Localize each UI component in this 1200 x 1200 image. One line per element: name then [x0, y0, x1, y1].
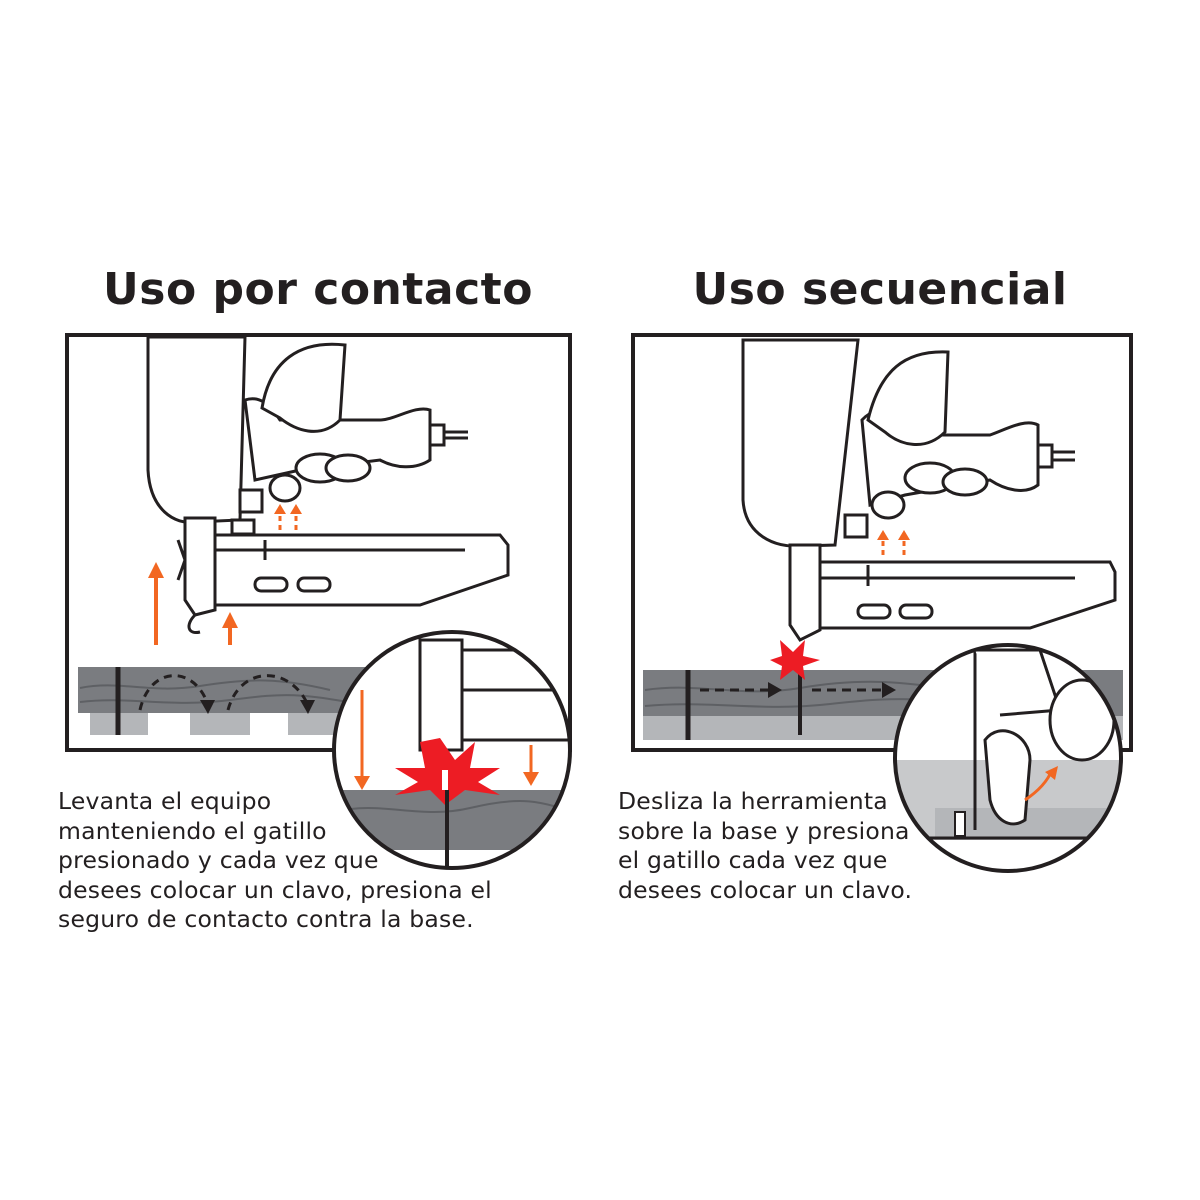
zoom-detail-contact [332, 630, 572, 870]
trigger-arrows [278, 512, 298, 530]
description-line: desees colocar un clavo. [618, 875, 913, 904]
description-line: sobre la base y presiona [618, 816, 910, 845]
arrow-head-icon [768, 682, 782, 698]
description-sequential: Desliza la herramienta sobre la base y p… [618, 787, 912, 905]
arrow-head-icon [300, 700, 315, 714]
zoom-detail-sequential [893, 643, 1123, 873]
arrow-head-icon [200, 700, 215, 714]
hop-arrows [138, 674, 310, 711]
description-contact: Levanta el equipo manteniendo el gatillo… [58, 787, 492, 935]
description-line: desees colocar un clavo, presiona el [58, 875, 492, 904]
nailer-tool [146, 337, 510, 635]
impact-burst [770, 640, 820, 680]
nailer-tool [741, 338, 1117, 642]
description-line: el gatillo cada vez que [618, 846, 888, 874]
trigger-arrows [881, 538, 906, 555]
lift-arrows [148, 562, 238, 645]
description-line: presionado y cada vez que [58, 846, 379, 874]
description-line: seguro de contacto contra la base. [58, 905, 474, 933]
sequential-mode-illustration [631, 333, 1133, 873]
wood-board [78, 667, 378, 735]
description-line: manteniendo el gatillo [58, 816, 327, 845]
arrow-head-icon [882, 682, 896, 698]
description-line: Desliza la herramienta [618, 787, 888, 815]
contact-mode-illustration [65, 333, 572, 870]
title-uso-por-contacto: Uso por contacto [103, 264, 533, 315]
title-uso-secuencial: Uso secuencial [692, 264, 1068, 315]
description-line: Levanta el equipo [58, 787, 272, 815]
